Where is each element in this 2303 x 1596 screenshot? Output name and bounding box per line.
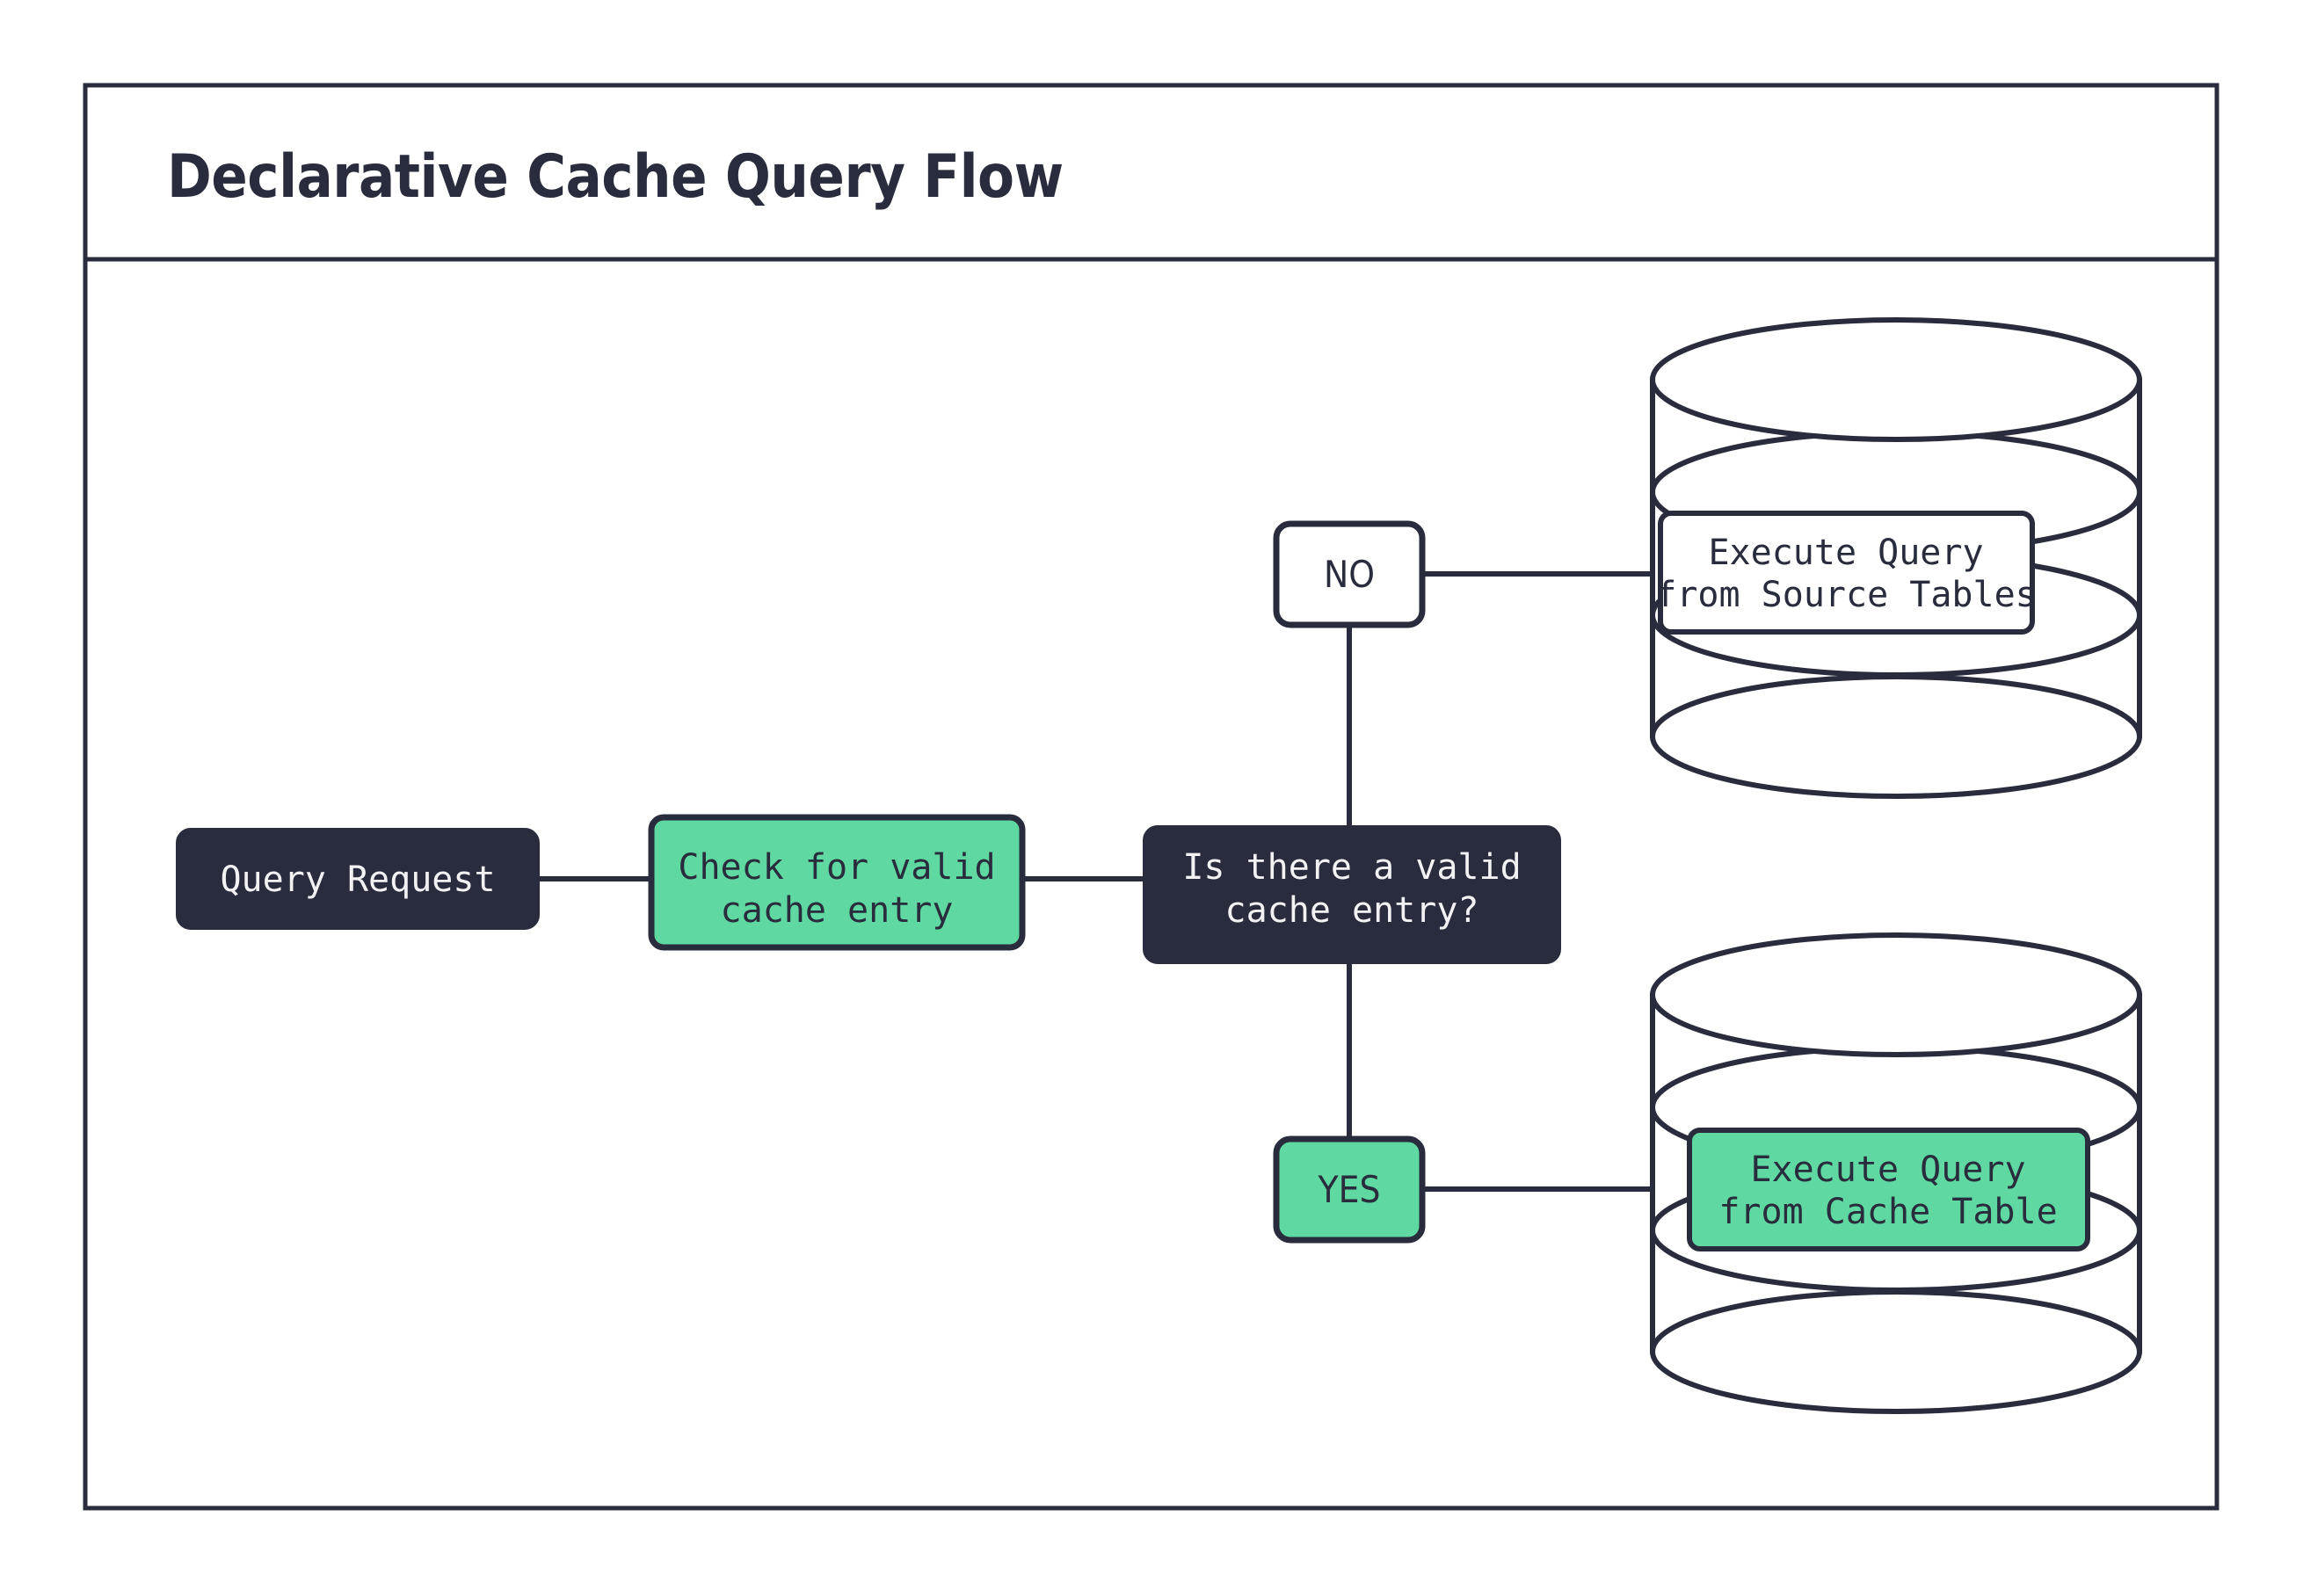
node-query-request-shape[interactable] — [176, 828, 540, 930]
cache-db-disk-top — [1650, 932, 2142, 1057]
cache-db-label-line2: from Cache Table — [1718, 1192, 2057, 1232]
node-decision-label-line1: Is there a valid — [1182, 847, 1521, 888]
source-db-disk-top — [1650, 317, 2142, 442]
node-decision[interactable]: Is there a valid cache entry? — [1143, 825, 1561, 964]
branch-label-yes[interactable]: YES — [1273, 1135, 1426, 1244]
edge-group — [536, 571, 1653, 1192]
node-source-tables-db[interactable]: Execute Query from Source Tables — [1650, 317, 2142, 799]
node-check-cache-shape[interactable] — [648, 814, 1026, 951]
node-query-request-label: Query Request — [220, 860, 495, 900]
cache-db-disk-bottom — [1650, 1289, 2142, 1414]
cache-db-label-line1: Execute Query — [1750, 1150, 2025, 1190]
cache-db-label-plate[interactable] — [1687, 1128, 2090, 1251]
page-title: Declarative Cache Query Flow — [167, 142, 1064, 212]
node-cache-table-db[interactable]: Execute Query from Cache Table — [1650, 932, 2142, 1414]
branch-no-shape[interactable] — [1273, 520, 1426, 628]
node-check-cache-label-line2: cache entry — [721, 890, 954, 931]
source-db-label-line1: Execute Query — [1708, 533, 1983, 573]
node-check-cache-label-line1: Check for valid — [678, 847, 995, 888]
cache-db-cylinder-body — [1650, 993, 2142, 1353]
branch-label-no[interactable]: NO — [1273, 520, 1426, 628]
node-query-request[interactable]: Query Request — [176, 828, 540, 930]
node-check-cache[interactable]: Check for valid cache entry — [648, 814, 1026, 951]
source-db-disk-bottom — [1650, 674, 2142, 799]
branch-yes-label: YES — [1318, 1168, 1381, 1211]
node-decision-label-line2: cache entry? — [1225, 890, 1479, 931]
branch-no-label: NO — [1324, 553, 1375, 596]
node-decision-shape[interactable] — [1143, 825, 1561, 964]
branch-yes-shape[interactable] — [1273, 1135, 1426, 1244]
diagram-frame — [83, 83, 2219, 1511]
source-db-label-plate[interactable] — [1658, 511, 2035, 635]
source-db-label-line2: from Source Tables — [1655, 575, 2036, 615]
source-db-cylinder-body — [1650, 378, 2142, 738]
